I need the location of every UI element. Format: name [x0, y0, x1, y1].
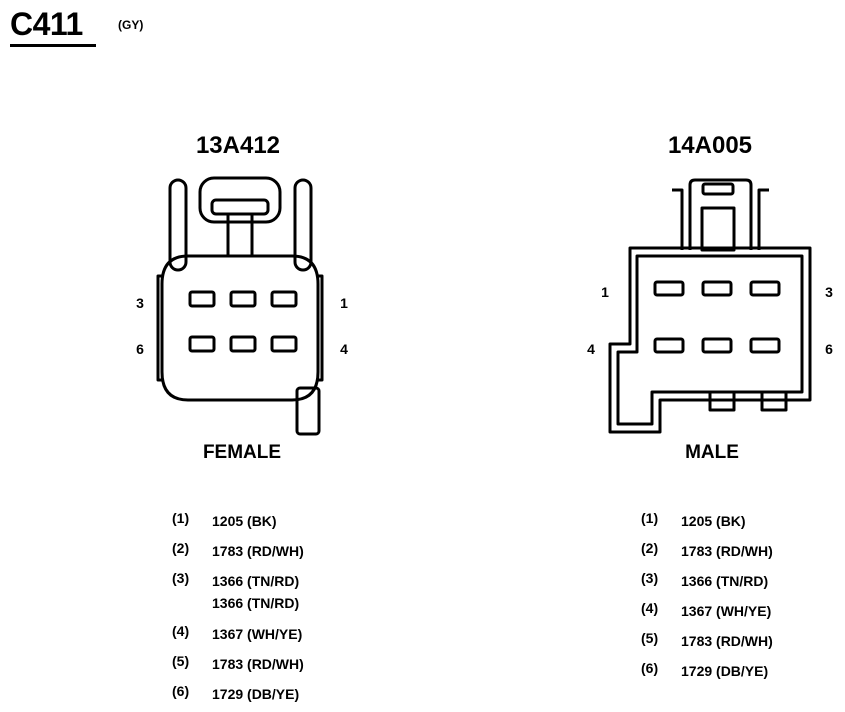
left-gender: FEMALE	[202, 442, 282, 463]
wire-value: 1205 (BK)	[212, 513, 277, 529]
wire-value: 1205 (BK)	[681, 513, 746, 529]
right-pin-label-4: 4	[587, 341, 595, 357]
color-code: (GY)	[118, 18, 144, 32]
wire-value: 1367 (WH/YE)	[681, 603, 772, 619]
wire-value: 1367 (WH/YE)	[212, 626, 303, 642]
wire-value: 1729 (DB/YE)	[212, 686, 300, 702]
pin-number: (2)	[641, 540, 659, 556]
pin-number: (4)	[641, 600, 659, 616]
right-pin-label-3: 3	[825, 284, 833, 300]
list-item: (6) 1729 (DB/YE)	[172, 683, 299, 705]
pin-number: (5)	[172, 653, 190, 669]
left-pin-label-1: 1	[340, 295, 348, 311]
list-item: (3) 1366 (TN/RD) 1366 (TN/RD)	[172, 570, 299, 614]
cavity-2	[701, 280, 733, 297]
cavity-6	[749, 337, 781, 354]
list-item: (1) 1205 (BK)	[641, 510, 746, 532]
cavity-3	[749, 280, 781, 297]
list-item: (4) 1367 (WH/YE)	[172, 623, 302, 645]
pin-number: (2)	[172, 540, 190, 556]
right-gender: MALE	[685, 442, 739, 463]
left-part-number: 13A412	[195, 132, 281, 159]
pin-number: (6)	[641, 660, 659, 676]
list-item: (4) 1367 (WH/YE)	[641, 600, 771, 622]
cavity-3	[188, 290, 216, 308]
list-item: (2) 1783 (RD/WH)	[641, 540, 773, 562]
cavity-5	[229, 335, 257, 353]
cavity-2	[229, 290, 257, 308]
cavity-6	[188, 335, 216, 353]
cavity-1	[653, 280, 685, 297]
connector-id: C411	[10, 6, 83, 42]
wire-value: 1366 (TN/RD)	[212, 573, 300, 589]
right-pin-label-1: 1	[601, 284, 609, 300]
list-item: (5) 1783 (RD/WH)	[172, 653, 304, 675]
title-underline	[10, 44, 96, 47]
list-item: (5) 1783 (RD/WH)	[641, 630, 773, 652]
cavity-4	[270, 335, 298, 353]
pin-number: (1)	[172, 510, 190, 526]
pin-number: (3)	[172, 570, 190, 586]
wire-value: 1366 (TN/RD)	[681, 573, 769, 589]
wire-value: 1783 (RD/WH)	[212, 656, 304, 672]
wire-value: 1783 (RD/WH)	[212, 543, 304, 559]
left-pin-label-4: 4	[340, 341, 348, 357]
cavity-5	[701, 337, 733, 354]
list-item: (3) 1366 (TN/RD)	[641, 570, 768, 592]
list-item: (2) 1783 (RD/WH)	[172, 540, 304, 562]
pin-number: (5)	[641, 630, 659, 646]
wire-value: 1729 (DB/YE)	[681, 663, 769, 679]
pin-number: (1)	[641, 510, 659, 526]
right-pin-label-6: 6	[825, 341, 833, 357]
wire-value: 1783 (RD/WH)	[681, 633, 773, 649]
wire-value: 1366 (TN/RD)	[212, 595, 300, 611]
wire-value: 1783 (RD/WH)	[681, 543, 773, 559]
pin-number: (4)	[172, 623, 190, 639]
left-pin-label-3: 3	[136, 295, 144, 311]
female-connector-drawing	[156, 176, 324, 436]
pin-number: (3)	[641, 570, 659, 586]
pin-number: (6)	[172, 683, 190, 699]
list-item: (6) 1729 (DB/YE)	[641, 660, 768, 682]
list-item: (1) 1205 (BK)	[172, 510, 277, 532]
left-pin-label-6: 6	[136, 341, 144, 357]
cavity-1	[270, 290, 298, 308]
right-part-number: 14A005	[667, 132, 753, 159]
cavity-4	[653, 337, 685, 354]
male-connector-drawing	[608, 178, 812, 434]
